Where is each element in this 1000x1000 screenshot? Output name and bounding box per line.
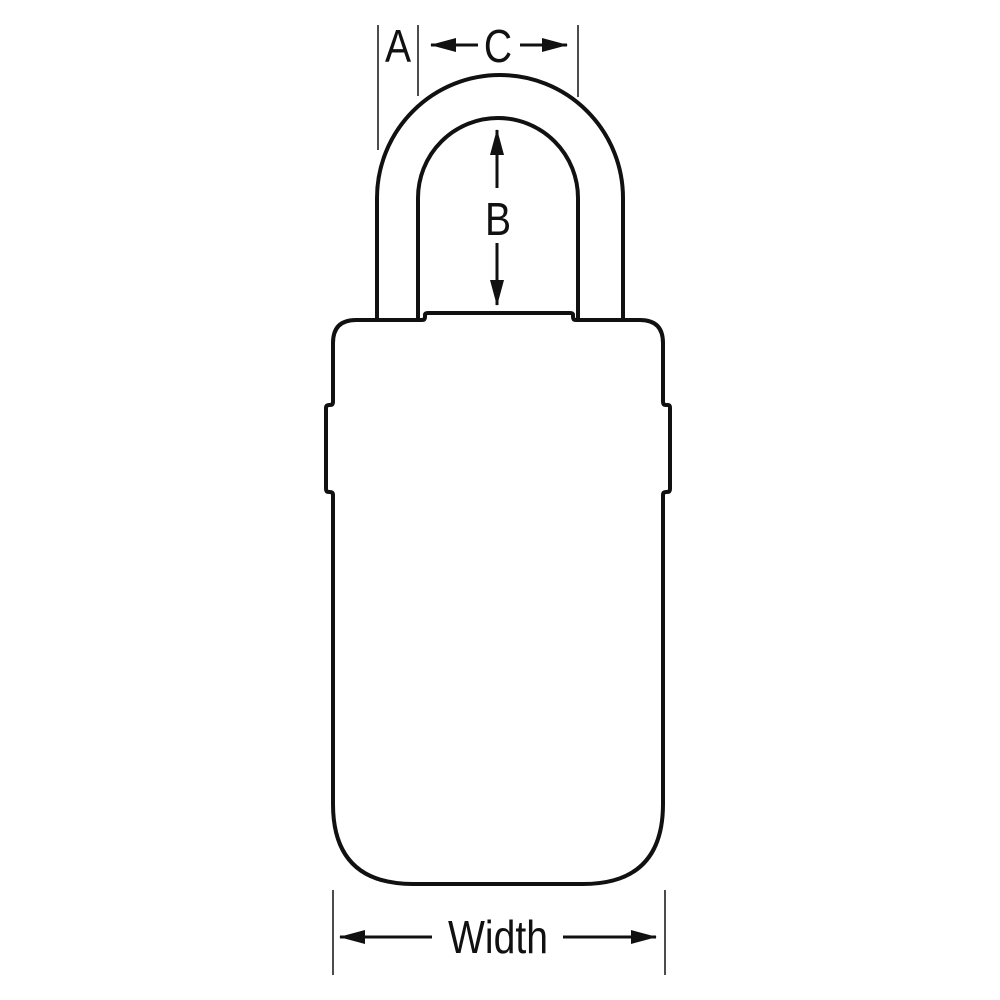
dim-a-label: A [385,21,412,73]
shackle-inner [416,116,580,320]
dim-b-label: B [485,194,511,246]
lock-body [324,311,672,886]
dim-c-label: C [484,21,512,73]
shackle-outer [375,73,625,320]
dim-width-label: Width [448,912,548,964]
